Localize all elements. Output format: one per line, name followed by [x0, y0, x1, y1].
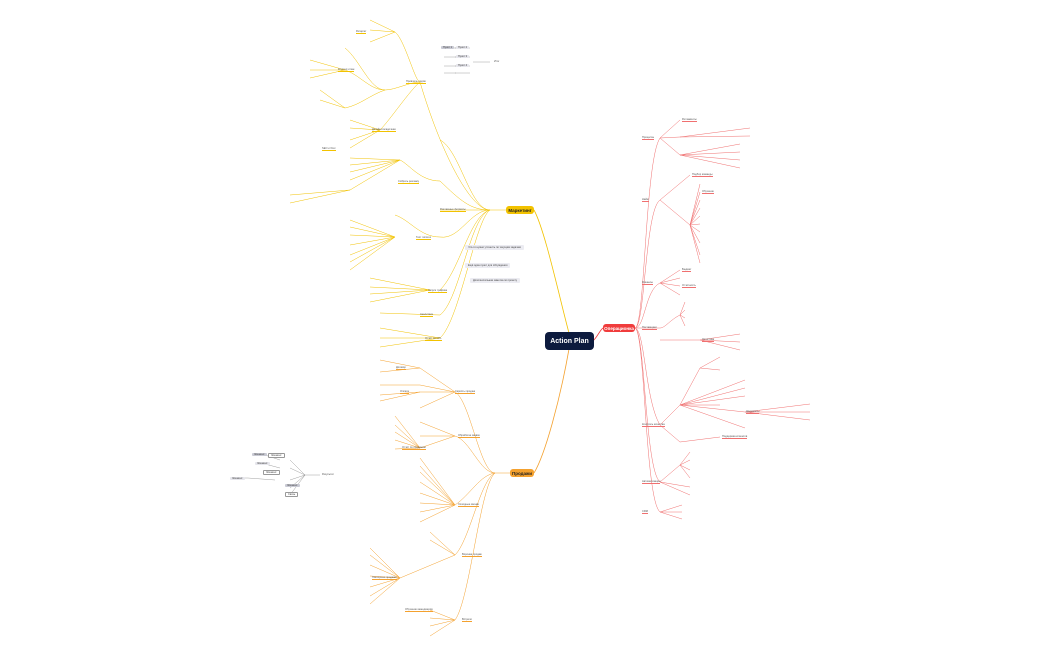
marketing-node[interactable]: Контент-план [338, 68, 355, 72]
legend-a-item[interactable]: Пункт 1 [441, 46, 455, 50]
legend-a-item[interactable]: Пункт 3 [456, 55, 470, 59]
ops-node[interactable]: Отчётность [682, 284, 696, 288]
ops-node[interactable]: CRM [642, 510, 648, 514]
legend-b-item[interactable]: Элемент [230, 477, 245, 481]
legend-a-item[interactable]: Пункт 2 [456, 46, 470, 50]
sales-node[interactable]: Договор [396, 366, 406, 370]
marketing-node[interactable]: SEO и блог [322, 147, 336, 151]
sales-node[interactable]: Повторные продажи [372, 576, 397, 580]
legend-b-item[interactable]: Элемент [263, 470, 280, 476]
note-box[interactable]: Дополнительная заметка по проекту [470, 278, 521, 284]
root-node[interactable]: Action Plan [546, 333, 593, 349]
sales-node[interactable]: Оплата [400, 390, 409, 394]
sales-node[interactable]: Воронка продаж [462, 553, 482, 557]
sales-node[interactable]: Скрипты продаж [455, 390, 476, 394]
ops-node[interactable]: Документы [746, 410, 760, 414]
ops-node[interactable]: Найм [642, 198, 649, 202]
ops-node[interactable]: Автоматизация [642, 480, 661, 484]
ops-node[interactable]: Контроль качества [642, 423, 665, 427]
note-box[interactable]: Что-то нужно уточнить по текущим задачам [465, 245, 524, 251]
marketing-node[interactable]: Ретаргет [356, 30, 367, 34]
ops-node[interactable]: Финансы [642, 281, 653, 285]
marketing-node[interactable]: Рекламные форматы [440, 208, 466, 212]
legend-b-item[interactable]: Элемент [252, 453, 267, 457]
branch-sales[interactable]: Продажи [510, 469, 534, 477]
ops-node[interactable]: Обучение [702, 190, 714, 194]
legend-b-item[interactable]: Элемент [285, 484, 300, 488]
marketing-node[interactable]: Тест гипотез [416, 236, 432, 240]
marketing-node[interactable]: Отчёт по CPL [425, 337, 442, 341]
sales-node[interactable]: Обучение менеджеров [405, 608, 433, 612]
sales-node[interactable]: Встречи [462, 618, 472, 622]
ops-node[interactable]: Логистика [702, 338, 715, 342]
legend-b-result[interactable]: Результат [322, 473, 334, 476]
sales-node[interactable]: Холодные звонки [458, 503, 479, 507]
legend-b-item[interactable]: Элемент [268, 453, 285, 459]
note-box[interactable]: Ещё один пункт для обсуждения [465, 263, 511, 269]
marketing-node[interactable]: Аналитика [420, 313, 433, 317]
ops-node[interactable]: Бюджет [682, 268, 692, 272]
branch-operations[interactable]: Операционка [603, 324, 635, 332]
ops-node[interactable]: Регламенты [682, 118, 697, 122]
legend-b-item[interactable]: Связь [285, 492, 299, 498]
marketing-node[interactable]: Собрать рекламу [398, 180, 420, 184]
ops-node[interactable]: Подбор команды [692, 173, 713, 177]
sales-node[interactable]: Обработка заявок [458, 434, 480, 438]
legend-a-item[interactable]: Пункт 4 [456, 64, 470, 68]
marketing-node[interactable]: Дизайн-посадочная [372, 128, 396, 132]
legend-b-item[interactable]: Элемент [255, 462, 270, 466]
marketing-node[interactable]: Привлечь лидов [406, 80, 426, 84]
branch-marketing[interactable]: Маркетинг [506, 206, 534, 214]
sales-node[interactable]: Отчёт по продажам [402, 446, 426, 450]
ops-node[interactable]: Поставщики [642, 326, 657, 330]
legend-a-result[interactable]: Итог [494, 60, 500, 63]
ops-node[interactable]: Поддержка клиентов [722, 435, 748, 439]
marketing-node[interactable]: Запуск трафика [428, 289, 448, 293]
ops-node[interactable]: Процессы [642, 136, 655, 140]
